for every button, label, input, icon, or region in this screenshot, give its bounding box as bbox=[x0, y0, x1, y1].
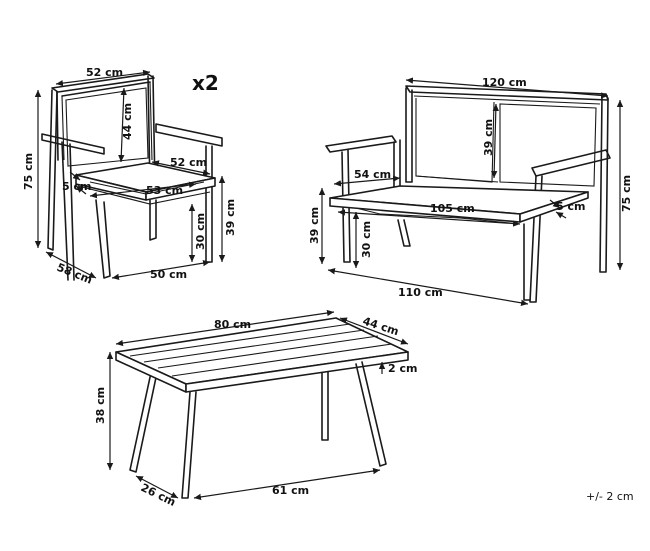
sofa-drawing bbox=[325, 85, 611, 303]
armchair-depth-label: 58 cm bbox=[55, 261, 94, 287]
sofa-offset-label: 5 cm bbox=[556, 200, 585, 213]
quantity-label: x2 bbox=[192, 71, 219, 95]
armchair-height-label: 75 cm bbox=[22, 153, 35, 190]
sofa-base-width-label: 110 cm bbox=[398, 286, 443, 299]
table-thickness-label: 2 cm bbox=[388, 362, 417, 375]
armchair-seat-depth-label: 52 cm bbox=[170, 156, 207, 169]
sofa-seat-depth-label: 54 cm bbox=[354, 168, 391, 181]
table-leg-span-label: 61 cm bbox=[272, 484, 309, 497]
armchair-clearance-label: 30 cm bbox=[194, 213, 207, 250]
table-length-label: 80 cm bbox=[214, 318, 251, 331]
sofa-dimensions bbox=[318, 77, 624, 306]
armchair-seat-width-label: 53 cm bbox=[146, 184, 183, 197]
armchair-seat-height-label: 39 cm bbox=[224, 199, 237, 236]
table-leg-depth-label: 26 cm bbox=[139, 481, 178, 509]
tolerance-note: +/- 2 cm bbox=[586, 490, 634, 503]
armchair-dimensions bbox=[34, 69, 226, 281]
armchair-base-width-label: 50 cm bbox=[150, 268, 187, 281]
sofa-width-label: 120 cm bbox=[482, 76, 527, 89]
armchair-labels: x2 52 cm 44 cm 75 cm 52 cm 5 cm 53 cm 39… bbox=[22, 66, 237, 287]
sofa-height-label: 75 cm bbox=[620, 175, 633, 212]
sofa-backrest-label: 39 cm bbox=[482, 119, 495, 156]
table-height-label: 38 cm bbox=[94, 387, 107, 424]
sofa-clearance-label: 30 cm bbox=[360, 221, 373, 258]
table-dimensions bbox=[106, 309, 409, 501]
armchair-backrest-label: 44 cm bbox=[121, 103, 134, 140]
sofa-seat-width-label: 105 cm bbox=[430, 202, 475, 215]
armchair-width-label: 52 cm bbox=[86, 66, 123, 79]
armchair-offset-label: 5 cm bbox=[62, 180, 91, 193]
sofa-labels: 120 cm 39 cm 75 cm 54 cm 105 cm 5 cm 39 … bbox=[308, 76, 633, 299]
table-drawing bbox=[115, 317, 409, 499]
sofa-seat-height-label: 39 cm bbox=[308, 207, 321, 244]
